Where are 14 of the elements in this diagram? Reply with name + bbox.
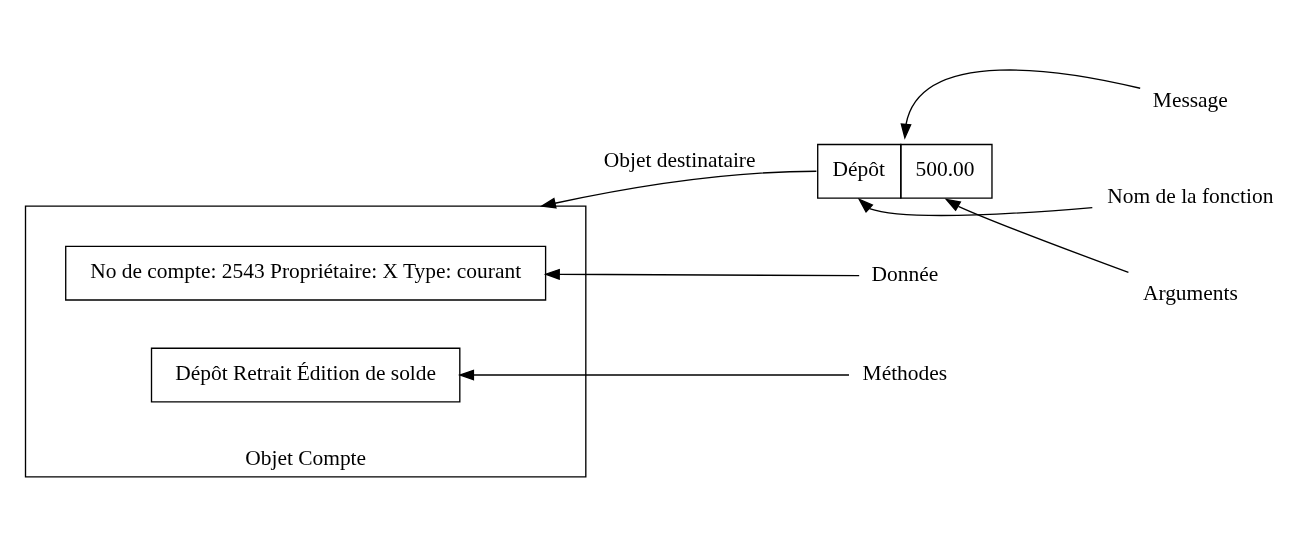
node-text: Nom de la fonction (1107, 184, 1274, 209)
arrow (539, 170, 818, 209)
node-box: No de compte: 2543 Propriétaire: X Type: courant (65, 245, 547, 301)
arrow (543, 268, 860, 280)
arrow (944, 198, 1130, 274)
arrow (857, 198, 1093, 217)
edge-label: Objet destinataire (603, 148, 756, 172)
node-text: Arguments (1142, 280, 1238, 305)
node-text: Message (1152, 87, 1228, 112)
node-box: Dépôt Retrait Édition de solde (150, 347, 461, 403)
node-text: Méthodes (862, 361, 948, 386)
arrow (900, 69, 1141, 140)
arrow (458, 369, 850, 381)
node-text: Donnée (871, 261, 939, 286)
